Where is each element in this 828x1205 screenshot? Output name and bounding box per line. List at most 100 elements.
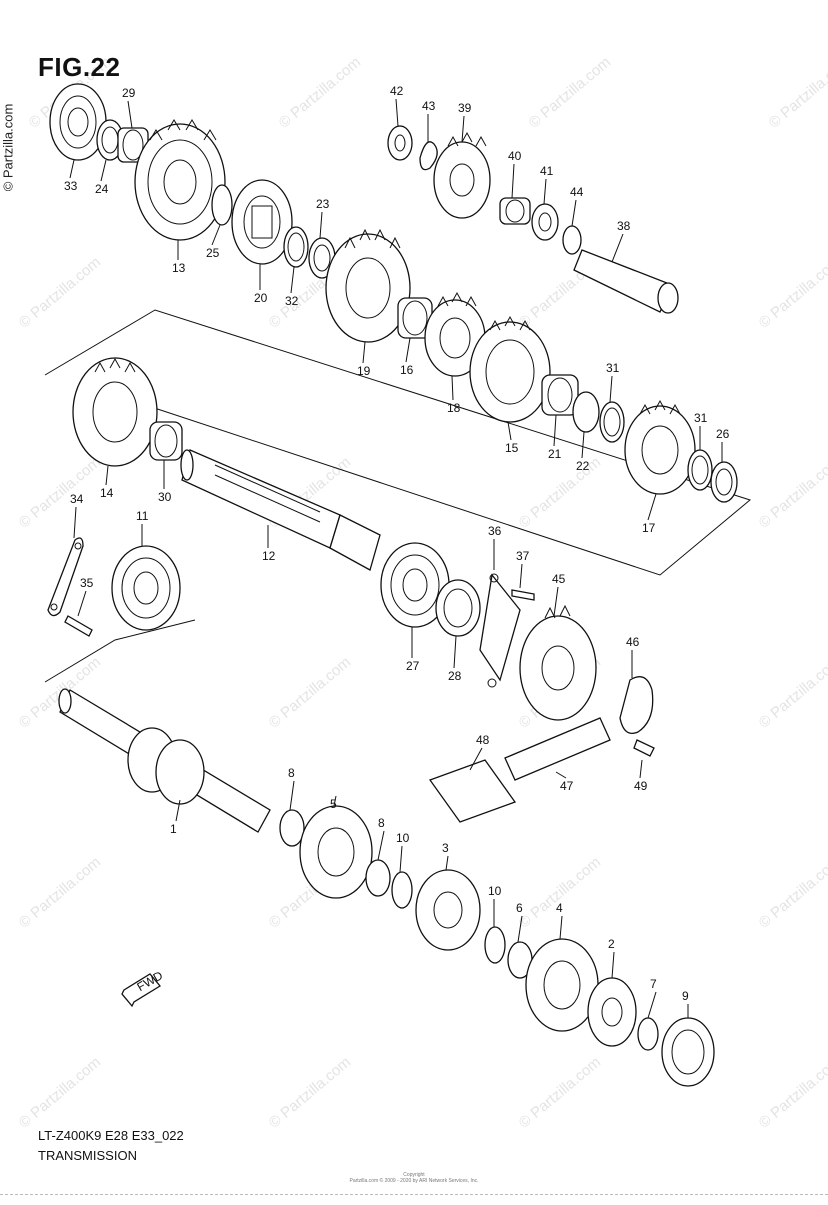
copyright-line-2: Partzilla.com © 2009 - 2020 by ARI Netwo… [349, 1178, 479, 1184]
leader-line [517, 915, 523, 943]
watermark-text: © Partzilla.com [756, 654, 828, 732]
leader-line [445, 855, 449, 871]
leader-line [333, 795, 337, 807]
watermark-text: © Partzilla.com [266, 654, 354, 732]
part-number-label: 8 [288, 766, 295, 780]
gear-3 [415, 869, 481, 951]
watermark-text: © Partzilla.com [756, 254, 828, 332]
part-number-label: 15 [505, 441, 519, 455]
part-number-label: 28 [448, 669, 462, 683]
part-number-label: 18 [447, 401, 461, 415]
leader-line [127, 100, 133, 129]
leader-line [571, 199, 577, 227]
part-number-label: 22 [576, 459, 590, 473]
leader-line [553, 586, 559, 617]
gear-14 [72, 357, 158, 467]
countershaft-group-outline [44, 309, 752, 576]
part-number-label: 44 [570, 185, 584, 199]
part-number-label: 46 [626, 635, 640, 649]
part-number-label: 14 [100, 486, 114, 500]
leader-line [362, 341, 366, 364]
part-number-label: 32 [285, 294, 299, 308]
part-number-label: 38 [617, 219, 631, 233]
watermark-text: © Partzilla.com [756, 854, 828, 932]
screw-35 [64, 615, 93, 637]
leader-line [399, 845, 403, 873]
joint-48 [428, 759, 517, 823]
bolt-49 [633, 739, 655, 757]
leader-line [611, 951, 615, 979]
part-number-label: 19 [357, 364, 371, 378]
leader-line [647, 991, 657, 1019]
leader-line [451, 375, 454, 401]
part-number-label: 41 [540, 164, 554, 178]
part-number-label: 2 [608, 937, 615, 951]
part-number-label: 40 [508, 149, 522, 163]
gear-4 [525, 938, 599, 1032]
part-number-label: 30 [158, 490, 172, 504]
bearing-33 [49, 83, 107, 161]
gear-39 [433, 131, 491, 219]
leader-line [377, 830, 385, 861]
section-title: TRANSMISSION [38, 1148, 137, 1163]
part-number-label: 39 [458, 101, 472, 115]
part-number-label: 43 [422, 99, 436, 113]
washer-25 [211, 184, 233, 226]
plate-36 [479, 573, 521, 688]
leader-line [543, 178, 547, 205]
leader-line [73, 506, 77, 539]
leader-line [211, 224, 221, 246]
circlip-31-a [599, 401, 625, 443]
gear-2 [587, 977, 637, 1047]
leader-line [553, 414, 557, 447]
leader-line [519, 563, 523, 589]
watermark-text: © Partzilla.com [516, 454, 604, 532]
plate-46 [619, 676, 654, 735]
part-number-label: 20 [254, 291, 268, 305]
gear-17 [624, 399, 696, 495]
part-number-label: 33 [64, 179, 78, 193]
part-number-label: 36 [488, 524, 502, 538]
circlip-44 [562, 225, 582, 255]
seal-28 [435, 579, 481, 637]
side-copyright: © Partzilla.com [0, 103, 16, 192]
copyright-notice: Copyright Partzilla.com © 2009 - 2020 by… [0, 1172, 828, 1184]
part-number-label: 10 [488, 884, 502, 898]
leader-line [611, 233, 624, 263]
watermark-text: © Partzilla.com [16, 254, 104, 332]
washer-22 [572, 391, 600, 433]
gear-19 [325, 228, 411, 343]
part-number-label: 48 [476, 733, 490, 747]
leader-line [609, 375, 613, 403]
gear-5 [299, 805, 373, 899]
part-number-label: 45 [552, 572, 566, 586]
part-number-label: 12 [262, 549, 276, 563]
watermark-text: © Partzilla.com [756, 454, 828, 532]
part-number-label: 25 [206, 246, 220, 260]
washer-41 [531, 203, 559, 241]
bearing-27 [380, 542, 450, 628]
part-number-label: 8 [378, 816, 385, 830]
part-number-label: 9 [682, 989, 689, 1003]
washer-7 [637, 1017, 659, 1051]
bushing-30 [149, 421, 183, 461]
circlip-10-a [391, 871, 413, 909]
plate-34 [47, 537, 84, 617]
bolt-37 [511, 589, 535, 601]
gear-20 [231, 179, 293, 265]
part-number-label: 27 [406, 659, 420, 673]
part-number-label: 13 [172, 261, 186, 275]
part-number-label: 24 [95, 182, 109, 196]
leader-line [405, 337, 411, 363]
bearing-11 [111, 545, 181, 631]
part-number-label: 17 [642, 521, 656, 535]
leader-line [639, 759, 643, 779]
washer-8-a [279, 809, 305, 847]
sprocket-45 [519, 604, 597, 721]
gear-18 [424, 291, 486, 377]
bottom-divider [0, 1194, 828, 1195]
part-number-label: 7 [650, 977, 657, 991]
part-number-label: 10 [396, 831, 410, 845]
washer-8-b [365, 859, 391, 897]
